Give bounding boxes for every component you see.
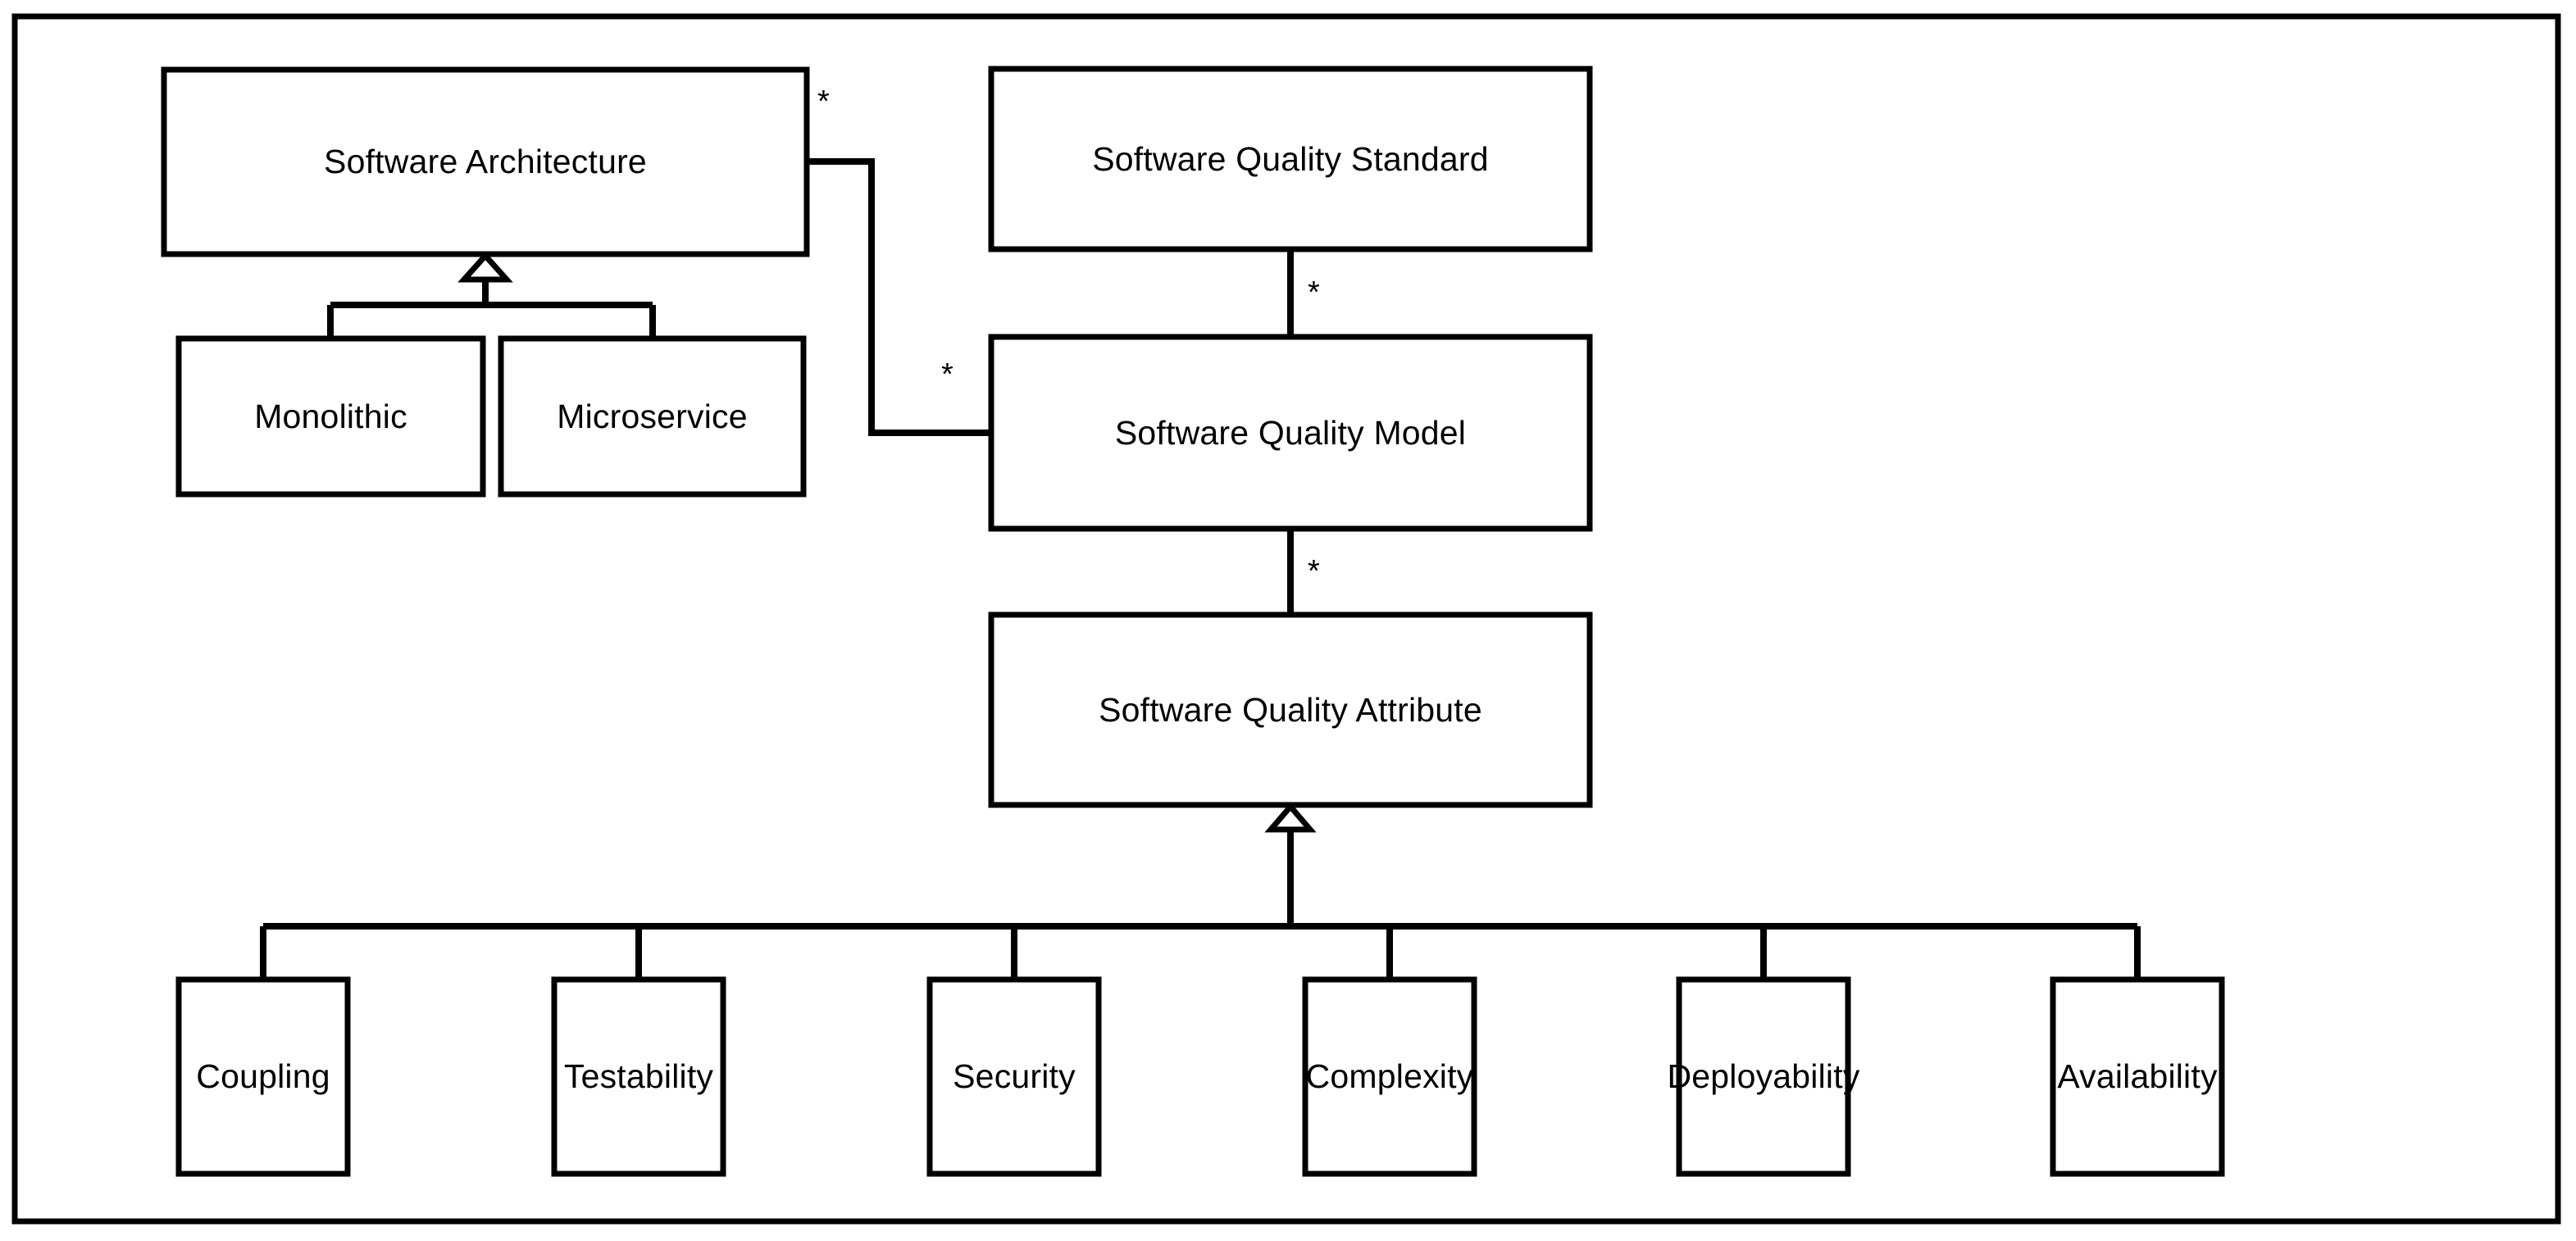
class-box-microservice[interactable] xyxy=(498,335,807,498)
association-architecture-quality-model xyxy=(807,158,991,436)
multiplicity-model-attribute: * xyxy=(1308,554,1320,589)
class-box-availability[interactable] xyxy=(2050,976,2225,1177)
multiplicity-standard-model: * xyxy=(1308,275,1320,310)
class-box-coupling[interactable] xyxy=(175,976,351,1177)
class-box-complexity[interactable] xyxy=(1302,976,1477,1177)
class-box-software-quality-standard[interactable] xyxy=(988,66,1593,252)
class-box-testability[interactable] xyxy=(551,976,726,1177)
class-box-software-quality-attribute[interactable] xyxy=(988,611,1593,808)
multiplicity-architecture-target: * xyxy=(941,357,953,392)
generalization-software-quality-attribute xyxy=(260,802,2141,980)
class-box-software-quality-model[interactable] xyxy=(988,334,1593,532)
association-path-architecture-model xyxy=(807,158,991,436)
generalization-software-architecture xyxy=(327,251,656,339)
class-box-deployability[interactable] xyxy=(1676,976,1851,1177)
class-box-monolithic[interactable] xyxy=(175,335,486,498)
class-box-security[interactable] xyxy=(926,976,1102,1177)
multiplicity-architecture-source: * xyxy=(817,84,830,119)
class-box-software-architecture[interactable] xyxy=(161,66,810,257)
